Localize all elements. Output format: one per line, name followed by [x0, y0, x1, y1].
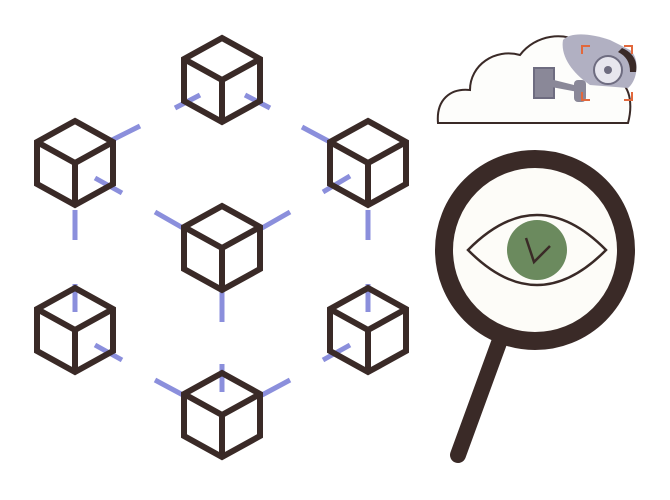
eye-iris [507, 220, 567, 280]
focus-brackets-icon [581, 45, 633, 101]
cube-icon [327, 284, 409, 376]
cube-edges [328, 306, 408, 372]
magnifier-handle [450, 332, 508, 463]
cube-icon [181, 34, 263, 126]
cube-edges [182, 224, 262, 290]
cube-edges [35, 306, 115, 372]
blockchain-cubes [34, 34, 409, 461]
cube-icon [327, 117, 409, 209]
cube-edges [182, 391, 262, 457]
cube-edges [182, 56, 262, 122]
cube-icon [181, 202, 263, 294]
connector [321, 173, 352, 195]
cube-icon [34, 117, 116, 209]
connector [153, 377, 185, 398]
camera-hood [618, 48, 637, 72]
cube-edges [35, 139, 115, 205]
connector [300, 124, 332, 145]
camera-arm [546, 78, 578, 92]
connector [110, 123, 142, 143]
camera-pupil [604, 66, 612, 74]
cloud-camera-icon [436, 34, 637, 124]
connector [260, 377, 292, 398]
camera-neck [574, 80, 586, 102]
check-mark-icon [524, 237, 551, 265]
connector [153, 209, 185, 231]
cube-icon [181, 369, 263, 461]
magnifying-glass-icon [435, 150, 635, 463]
cube-icon [34, 284, 116, 376]
cube-edges [328, 139, 408, 205]
connector [260, 209, 292, 231]
